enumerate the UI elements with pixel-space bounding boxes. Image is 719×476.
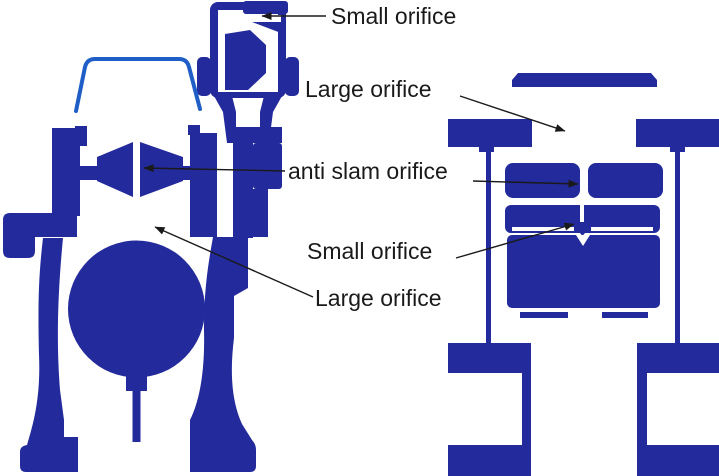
anti-slam-device [80, 142, 197, 197]
arrow-large-orifice-bottom [154, 226, 314, 298]
cover-outline [74, 57, 202, 113]
label-anti-slam-orifice: anti slam orifice [288, 158, 448, 184]
flange-blocks [448, 119, 719, 152]
left-valve-cross-section [3, 1, 299, 472]
arrow-anti-slam-right [472, 179, 579, 188]
body-wall-right [190, 237, 256, 472]
chamber-neck [214, 96, 282, 143]
top-lid [512, 73, 657, 87]
small-orifice-chamber [197, 1, 299, 98]
anti-slam-plates [505, 163, 663, 198]
small-orifice-slit [580, 205, 584, 222]
arrow-large-orifice-top [459, 95, 566, 132]
leader-arrows [143, 12, 579, 298]
label-small-orifice-bottom: Small orifice [307, 238, 433, 264]
small-orifice-plate [505, 205, 660, 236]
small-orifice-float [225, 30, 266, 90]
label-large-orifice-top: Large orifice [305, 76, 432, 102]
bottom-brackets [448, 343, 719, 476]
right-valve-exploded-view [448, 73, 719, 476]
float-ball [68, 240, 205, 378]
large-orifice-float [507, 235, 660, 318]
bonnet-right-walls [188, 125, 282, 238]
inlet-arm [3, 126, 87, 258]
ball-stem [126, 374, 147, 442]
arrow-anti-slam-left [143, 164, 286, 173]
body-wall-left [20, 238, 78, 472]
label-small-orifice-top: Small orifice [331, 3, 457, 29]
label-large-orifice-bottom: Large orifice [315, 285, 442, 311]
arrow-small-orifice-bottom [455, 222, 575, 259]
